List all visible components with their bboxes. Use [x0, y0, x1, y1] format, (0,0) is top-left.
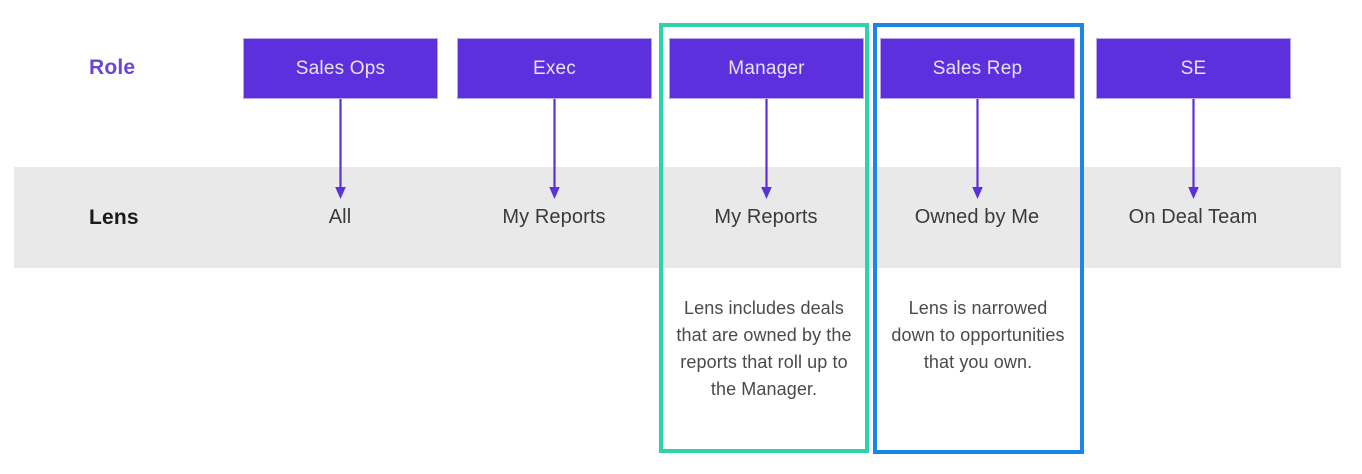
- role-box-sales-rep[interactable]: Sales Rep: [880, 38, 1075, 99]
- role-box-label: Sales Rep: [932, 57, 1023, 79]
- down-arrow-icon: [334, 99, 347, 200]
- note-manager: Lens includes deals that are owned by th…: [676, 298, 852, 399]
- lens-value-sales-rep: Owned by Me: [914, 206, 1040, 228]
- note-sales-rep: Lens is narrowed down to opportunities t…: [891, 298, 1065, 372]
- down-arrow-icon: [548, 99, 561, 200]
- role-box-se[interactable]: SE: [1096, 38, 1291, 99]
- down-arrow-icon: [971, 99, 984, 200]
- lens-row-band: [14, 167, 1341, 268]
- role-box-label: SE: [1180, 57, 1207, 79]
- down-arrow-icon: [760, 99, 773, 200]
- role-box-label: Manager: [728, 57, 805, 79]
- role-box-exec[interactable]: Exec: [457, 38, 652, 99]
- highlight-frame-manager: [659, 23, 869, 453]
- row-label-role: Role: [89, 56, 136, 79]
- highlight-frame-sales-rep: [873, 23, 1084, 454]
- role-box-manager[interactable]: Manager: [669, 38, 864, 99]
- down-arrow-icon: [1187, 99, 1200, 200]
- role-box-label: Exec: [532, 57, 577, 79]
- lens-value-exec: My Reports: [502, 206, 606, 228]
- row-label-lens: Lens: [89, 206, 139, 229]
- role-box-label: Sales Ops: [295, 57, 386, 79]
- lens-value-manager: My Reports: [714, 206, 818, 228]
- lens-value-se: On Deal Team: [1128, 206, 1258, 228]
- lens-value-sales-ops: All: [328, 206, 352, 228]
- role-box-sales-ops[interactable]: Sales Ops: [243, 38, 438, 99]
